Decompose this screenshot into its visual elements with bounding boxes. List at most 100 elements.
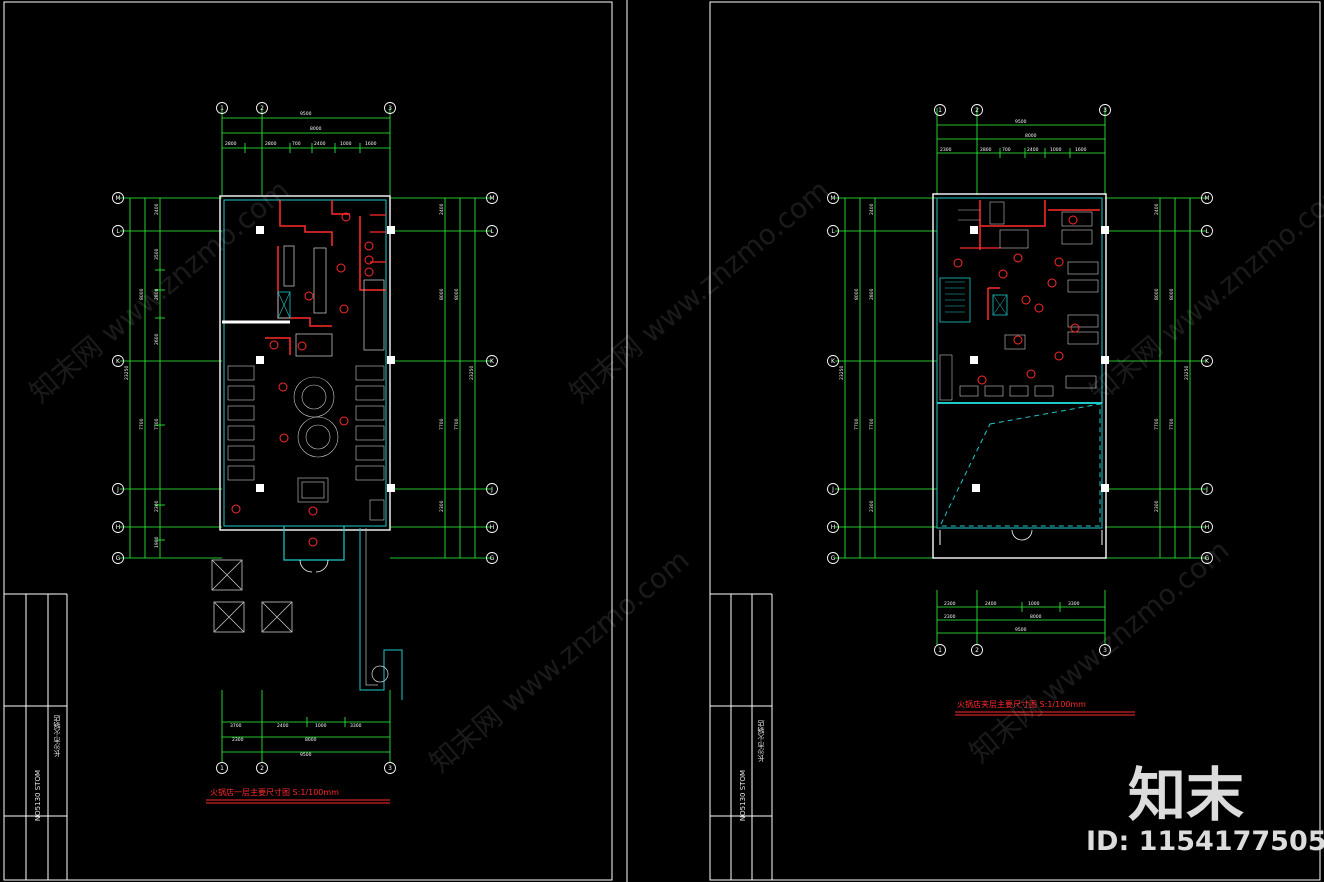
svg-text:9500: 9500 — [300, 111, 312, 117]
svg-text:2400: 2400 — [277, 723, 289, 729]
svg-text:1900: 1900 — [154, 536, 160, 548]
sheet-1-outdoor-tables — [211, 559, 389, 683]
brand-logo-text: 知末 — [1128, 761, 1245, 829]
svg-text:7700: 7700 — [1169, 418, 1175, 430]
sheet-1-titleblock-text: 长沙市火锅店 — [53, 715, 61, 757]
svg-text:23250: 23250 — [1184, 366, 1190, 380]
svg-text:3700: 3700 — [230, 723, 242, 729]
svg-text:M: M — [115, 195, 120, 202]
sheet-2-axis-bubbles — [827, 104, 1213, 656]
svg-text:1: 1 — [220, 765, 224, 772]
svg-text:2800: 2800 — [980, 147, 992, 153]
svg-text:J: J — [116, 486, 119, 493]
svg-text:1000: 1000 — [340, 141, 352, 147]
svg-text:2400: 2400 — [314, 141, 326, 147]
svg-text:2400: 2400 — [1027, 147, 1039, 153]
svg-text:J: J — [831, 486, 834, 493]
svg-text:8000: 8000 — [1025, 133, 1037, 139]
sheet-2-columns — [970, 226, 1109, 492]
svg-text:700: 700 — [292, 141, 301, 147]
svg-text:2: 2 — [260, 105, 264, 112]
sheet-1-axis-labels: 1 2 3 1 2 3 M L K J H G M L K J H G — [115, 105, 495, 772]
svg-text:7700: 7700 — [439, 418, 445, 430]
svg-text:2800: 2800 — [154, 288, 160, 300]
svg-text:3500: 3500 — [154, 248, 160, 260]
sheet-1-fire-markers — [231, 212, 374, 547]
svg-text:2400: 2400 — [439, 203, 445, 215]
sheet-2-side-dimension-numbers: 23250 8000 7700 2400 2800 7700 2300 2325… — [839, 203, 1190, 512]
svg-text:8000: 8000 — [1154, 288, 1160, 300]
svg-text:2800: 2800 — [869, 288, 875, 300]
svg-text:700: 700 — [1002, 147, 1011, 153]
sheet-2-axis-labels: 1 2 3 1 2 3 M L K J H G M L K J H G — [830, 107, 1210, 654]
svg-text:8000: 8000 — [305, 737, 317, 743]
svg-text:2400: 2400 — [1154, 203, 1160, 215]
sheet-2-titleblock-text: 长沙市火锅店 — [757, 720, 765, 762]
svg-text:8000: 8000 — [439, 288, 445, 300]
svg-text:9500: 9500 — [300, 752, 312, 758]
svg-text:L: L — [831, 228, 835, 235]
svg-text:2: 2 — [260, 765, 264, 772]
svg-text:2300: 2300 — [944, 614, 956, 620]
svg-text:3: 3 — [388, 105, 392, 112]
svg-text:1000: 1000 — [1028, 601, 1040, 607]
svg-text:7700: 7700 — [454, 418, 460, 430]
svg-text:2800: 2800 — [225, 141, 237, 147]
svg-text:8000: 8000 — [139, 288, 145, 300]
svg-text:8000: 8000 — [1030, 614, 1042, 620]
svg-text:8000: 8000 — [1169, 288, 1175, 300]
svg-text:1: 1 — [938, 647, 942, 654]
svg-text:1: 1 — [938, 107, 942, 114]
sheet-1-dining-tables — [227, 365, 385, 521]
svg-text:23250: 23250 — [839, 366, 845, 380]
svg-text:8000: 8000 — [854, 288, 860, 300]
svg-text:2800: 2800 — [265, 141, 277, 147]
svg-text:1600: 1600 — [365, 141, 377, 147]
sheet-2-titleblock-code: NO5130 STOM — [739, 770, 747, 822]
svg-text:2300: 2300 — [940, 147, 952, 153]
sheet-1-frame — [3, 1, 613, 881]
svg-text:2300: 2300 — [232, 737, 244, 743]
svg-text:L: L — [1205, 228, 1209, 235]
sheet-1-dimension-lines — [120, 108, 492, 762]
sheet-1-axis-bubbles — [112, 102, 498, 774]
sheet-1-caption: 火锅店一层主要尺寸图 S:1/100mm — [210, 788, 339, 797]
svg-text:H: H — [490, 524, 495, 531]
svg-text:3300: 3300 — [350, 723, 362, 729]
svg-text:7700: 7700 — [1154, 418, 1160, 430]
svg-text:2: 2 — [975, 647, 979, 654]
sheet-2-frame — [709, 1, 1321, 881]
svg-text:2400: 2400 — [869, 203, 875, 215]
sheet-2-dining-tables — [959, 211, 1099, 397]
svg-text:9500: 9500 — [1015, 627, 1027, 633]
sheet-1-dimension-numbers: 9500 8000 2800 2800 700 2400 1000 1600 3700 24… — [225, 111, 377, 758]
svg-text:2300: 2300 — [154, 500, 160, 512]
sheet-2-caption: 火锅店夹层主要尺寸图 S:1/100mm — [957, 700, 1086, 709]
sheet-1-side-dimension-numbers: 23250 8000 7700 2400 3500 2800 2600 7700… — [124, 203, 475, 548]
svg-text:G: G — [1205, 555, 1210, 562]
svg-text:7700: 7700 — [854, 418, 860, 430]
svg-text:1000: 1000 — [1050, 147, 1062, 153]
svg-text:L: L — [490, 228, 494, 235]
sheet-1-columns — [256, 226, 395, 492]
svg-text:L: L — [116, 228, 120, 235]
sheet-2-fire-markers — [953, 215, 1080, 385]
svg-text:1: 1 — [220, 105, 224, 112]
svg-text:G: G — [831, 555, 836, 562]
svg-text:H: H — [116, 524, 121, 531]
svg-text:J: J — [490, 486, 493, 493]
svg-text:2: 2 — [975, 107, 979, 114]
sheet-1-titleblock-code: NO5130 STOM — [34, 770, 42, 822]
sheet-2-dimension-lines — [835, 108, 1207, 645]
svg-text:23250: 23250 — [469, 366, 475, 380]
caption-underlines — [206, 711, 1135, 804]
svg-text:J: J — [1205, 486, 1208, 493]
svg-text:K: K — [490, 358, 495, 365]
svg-text:8000: 8000 — [310, 126, 322, 132]
svg-text:3: 3 — [388, 765, 392, 772]
svg-text:G: G — [490, 555, 495, 562]
svg-text:M: M — [830, 195, 835, 202]
svg-text:7700: 7700 — [139, 418, 145, 430]
svg-text:M: M — [489, 195, 494, 202]
